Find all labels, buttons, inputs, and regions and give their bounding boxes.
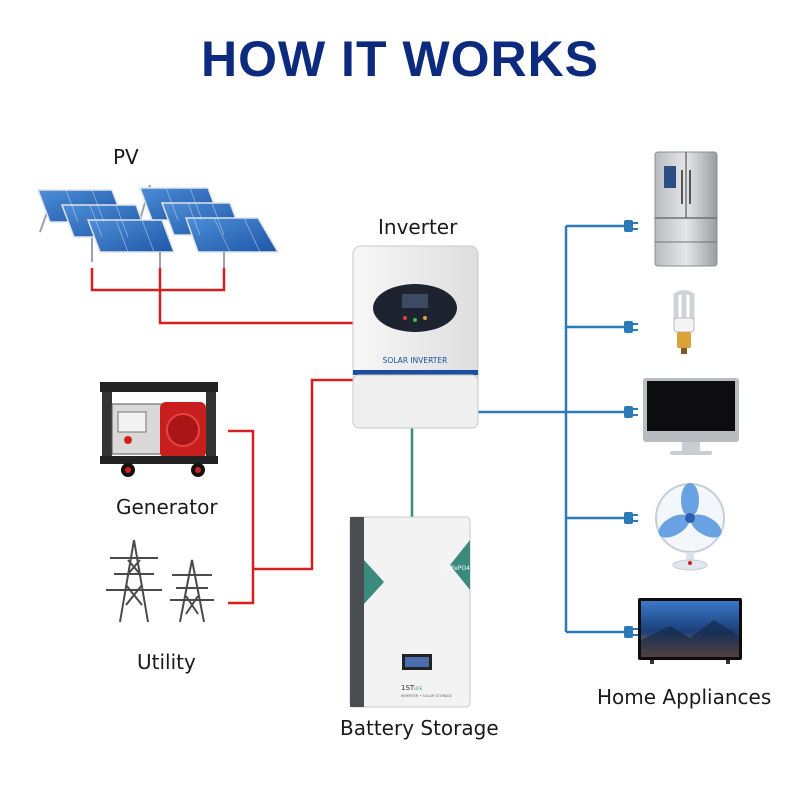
inverter-label: Inverter [378, 215, 458, 239]
monitor-icon [643, 378, 739, 455]
load-distribution-lines [478, 224, 624, 634]
battery-brand-suffix: LIFE [414, 686, 423, 691]
pv-connection-lines [90, 268, 353, 325]
generator-icon [100, 382, 218, 477]
inverter-panel-text: SOLAR INVERTER [383, 356, 448, 365]
power-tower-icon [106, 539, 214, 623]
battery-storage-label: Battery Storage [340, 716, 499, 740]
battery-icon: LiFePO4 1ST LIFE INVERTER • SOLAR STORAG… [349, 516, 471, 708]
ac-input-lines [228, 378, 353, 605]
fan-icon [655, 483, 725, 571]
page-title: HOW IT WORKS [200, 31, 600, 87]
utility-label: Utility [137, 650, 196, 674]
tv-icon [638, 598, 742, 664]
battery-brand: 1ST [401, 684, 415, 692]
generator-label: Generator [116, 495, 218, 519]
plug-icon [624, 220, 638, 638]
pv-label: PV [113, 145, 139, 169]
solar-panel-icon [36, 184, 280, 268]
battery-brand-sub: INVERTER • SOLAR STORAGE [401, 694, 452, 698]
refrigerator-icon [654, 151, 718, 267]
home-appliances-label: Home Appliances [597, 685, 772, 709]
battery-tag: LiFePO4 [446, 565, 470, 572]
light-bulb-icon [672, 290, 696, 354]
inverter-icon: SOLAR INVERTER [352, 245, 479, 429]
